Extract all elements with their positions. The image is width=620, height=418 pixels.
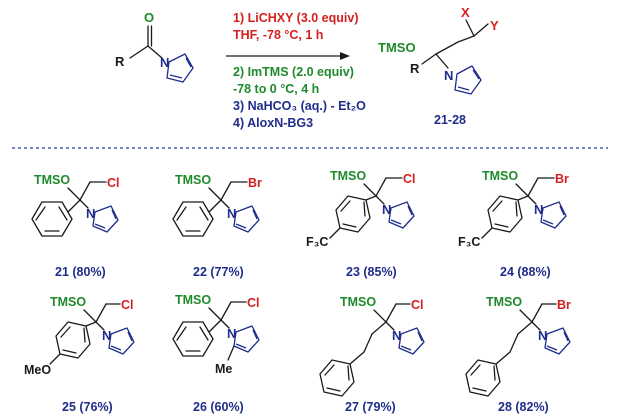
conditions-above: 1) LiCHXY (3.0 equiv) THF, -78 °C, 1 h — [233, 11, 359, 42]
starting-material: O R N — [115, 10, 194, 83]
tmso-label: TMSO — [34, 173, 70, 187]
halogen-label: Br — [248, 176, 262, 190]
halogen-label: Cl — [247, 296, 260, 310]
general-x-label: X — [461, 5, 470, 20]
tmso-label: TMSO — [486, 295, 522, 309]
pyrrole-n-label: N — [227, 326, 236, 341]
pyrrole-n-label: N — [227, 206, 236, 221]
halogen-label: Cl — [403, 172, 416, 186]
halogen-label: Cl — [121, 298, 134, 312]
pyrrole-n-label: N — [392, 328, 401, 343]
conditions-below: 2) ImTMS (2.0 equiv) -78 to 0 °C, 4 h 3)… — [233, 65, 366, 130]
condition-step-1-solvent: THF, -78 °C, 1 h — [233, 28, 323, 42]
general-compound-range: 21-28 — [434, 113, 466, 127]
tmso-label: TMSO — [340, 295, 376, 309]
general-product: TMSO X Y R N 21-28 — [378, 5, 499, 127]
general-tmso-label: TMSO — [378, 40, 416, 55]
pyrrole-n-label: N — [160, 55, 169, 70]
tmso-label: TMSO — [482, 169, 518, 183]
cf3-label: F₃C — [306, 235, 328, 249]
compound-label: 25 (76%) — [62, 400, 113, 414]
pyrrole-n-label: N — [382, 202, 391, 217]
compound-22: TMSO Br N 22 (77%) — [172, 173, 262, 279]
compound-label: 23 (85%) — [346, 265, 397, 279]
condition-step-2: 2) ImTMS (2.0 equiv) — [233, 65, 354, 79]
tmso-label: TMSO — [175, 173, 211, 187]
tmso-label: TMSO — [175, 293, 211, 307]
r-group-label: R — [115, 54, 125, 69]
compound-label: 24 (88%) — [500, 265, 551, 279]
general-y-label: Y — [490, 18, 499, 33]
compound-label: 26 (60%) — [193, 400, 244, 414]
pyrrole-n-label: N — [86, 206, 95, 221]
halogen-label: Br — [557, 298, 571, 312]
halogen-label: Cl — [107, 176, 120, 190]
tmso-label: TMSO — [330, 169, 366, 183]
methyl-label: Me — [215, 362, 232, 376]
halogen-label: Br — [555, 172, 569, 186]
condition-step-1: 1) LiCHXY (3.0 equiv) — [233, 11, 359, 25]
arrow-head-icon — [340, 52, 350, 60]
tmso-label: TMSO — [50, 295, 86, 309]
compound-label: 28 (82%) — [498, 400, 549, 414]
compound-label: 21 (80%) — [55, 265, 106, 279]
compound-21: TMSO Cl N 21 (80%) — [31, 173, 120, 279]
compound-25: TMSO Cl MeO N 25 (76%) — [24, 295, 135, 414]
general-n-label: N — [444, 68, 453, 83]
compound-23: TMSO Cl F₃C N 23 (85%) — [306, 169, 416, 279]
compound-26: TMSO Cl N Me 26 (60%) — [172, 293, 260, 414]
compound-28: TMSO Br N 28 (82%) — [465, 295, 571, 414]
compound-label: 22 (77%) — [193, 265, 244, 279]
compound-24: TMSO Br F₃C N 24 (88%) — [458, 169, 569, 279]
meo-label: MeO — [24, 363, 51, 377]
condition-step-2-temp: -78 to 0 °C, 4 h — [233, 82, 319, 96]
carbonyl-oxygen: O — [144, 10, 154, 25]
compound-label: 27 (79%) — [345, 400, 396, 414]
pyrrole-n-label: N — [102, 328, 111, 343]
condition-step-4: 4) AloxN-BG3 — [233, 116, 313, 130]
pyrrole-n-label: N — [538, 328, 547, 343]
condition-step-3: 3) NaHCO₃ (aq.) - Et₂O — [233, 99, 366, 113]
cf3-label: F₃C — [458, 235, 480, 249]
pyrrole-n-label: N — [534, 202, 543, 217]
halogen-label: Cl — [411, 298, 424, 312]
compound-27: TMSO Cl N 27 (79%) — [319, 295, 425, 414]
general-r-label: R — [410, 61, 420, 76]
